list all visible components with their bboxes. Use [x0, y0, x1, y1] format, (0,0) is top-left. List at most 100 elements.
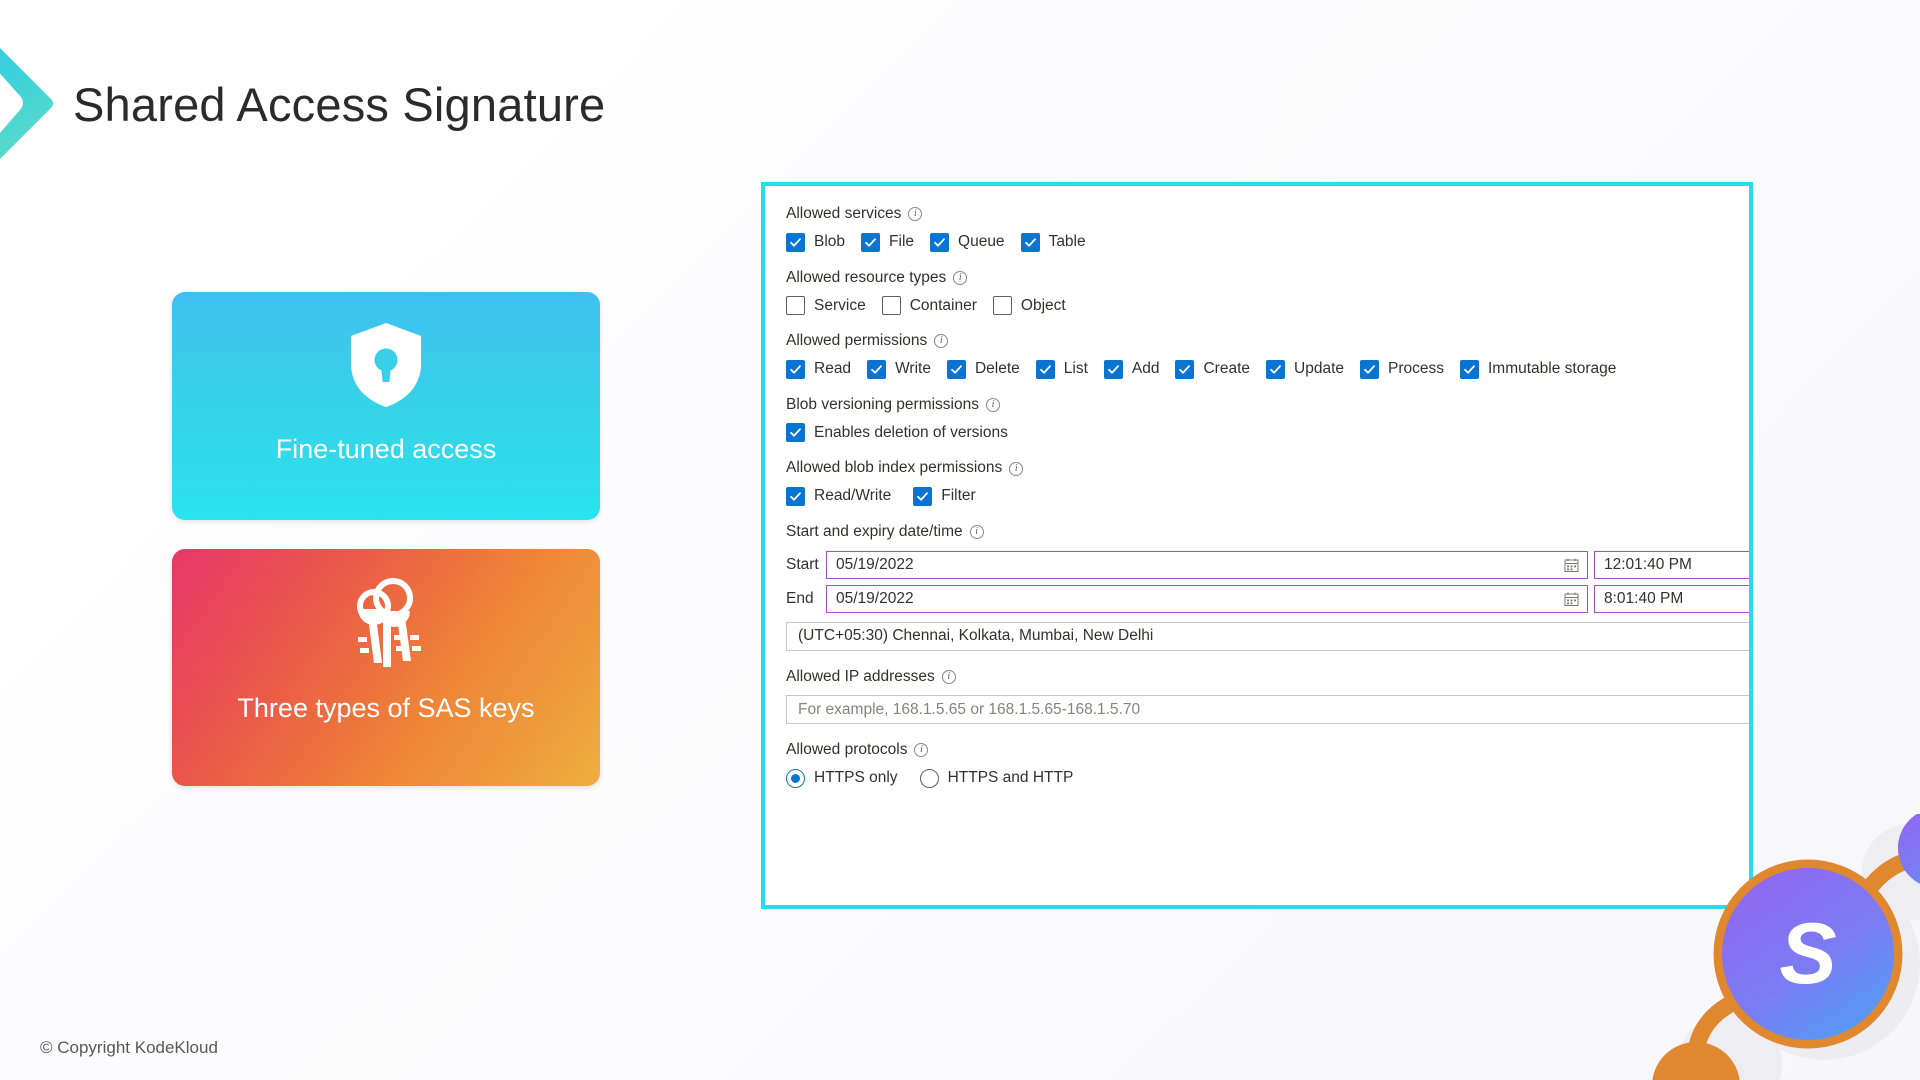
feature-card-three-types-of-sas-keys: Three types of SAS keys	[172, 549, 600, 786]
checkbox-filter[interactable]: Filter	[913, 486, 976, 506]
group-label-text: Allowed IP addresses	[786, 667, 935, 685]
info-icon[interactable]: i	[953, 270, 968, 285]
checkbox-queue[interactable]: Queue	[930, 232, 1005, 252]
checkbox-box[interactable]	[786, 232, 805, 252]
checkbox-label: Process	[1388, 360, 1444, 378]
feature-card-label: Fine-tuned access	[275, 434, 497, 464]
checkbox-label: Service	[814, 296, 866, 314]
radio-https-and-http[interactable]: HTTPS and HTTP	[919, 768, 1074, 788]
checkbox-label: Delete	[974, 360, 1020, 378]
start-date-input[interactable]: 05/19/2022	[826, 550, 1588, 579]
radio-https-only[interactable]: HTTPS only	[786, 768, 898, 788]
checkbox-immutable-storage[interactable]: Immutable storage	[1460, 359, 1617, 379]
allowed-resource-types-options: Service Container Object	[786, 296, 1749, 316]
checkbox-box[interactable]	[1020, 232, 1040, 252]
checkbox-box[interactable]	[786, 296, 805, 316]
group-label-text: Allowed permissions	[786, 332, 928, 350]
checkbox-label: Queue	[958, 233, 1005, 251]
group-label-text: Start and expiry date/time	[786, 522, 963, 540]
end-label: End	[786, 589, 814, 607]
checkbox-box[interactable]	[867, 359, 887, 379]
allowed-ip-addresses-input[interactable]: For example, 168.1.5.65 or 168.1.5.65-16…	[786, 695, 1749, 725]
group-label-text: Blob versioning permissions	[786, 395, 979, 413]
radio-dot[interactable]	[919, 768, 939, 788]
checkbox-container[interactable]: Container	[881, 296, 977, 316]
allowed-services-group: Allowed services i Blob File Queue	[786, 205, 1749, 252]
checkbox-box[interactable]	[913, 486, 933, 506]
info-icon[interactable]: i	[934, 334, 949, 349]
info-icon[interactable]: i	[1009, 461, 1024, 476]
checkbox-write[interactable]: Write	[867, 359, 931, 379]
radio-dot[interactable]	[786, 768, 805, 788]
feature-card-fine-tuned-access: Fine-tuned access	[172, 292, 600, 520]
allowed-ip-addresses-label: Allowed IP addresses i	[786, 667, 1749, 687]
checkbox-box[interactable]	[861, 232, 881, 252]
checkbox-create[interactable]: Create	[1175, 359, 1251, 379]
checkbox-box[interactable]	[930, 232, 950, 252]
sas-configuration-panel: Allowed services i Blob File Queue	[761, 182, 1753, 909]
allowed-permissions-options: Read Write Delete List	[786, 359, 1749, 379]
checkbox-box[interactable]	[786, 423, 805, 443]
checkbox-box[interactable]	[786, 359, 805, 379]
info-icon[interactable]: i	[985, 398, 1000, 413]
checkbox-enables-deletion-of-versions[interactable]: Enables deletion of versions	[786, 423, 1008, 443]
start-and-expiry-group: Start and expiry date/time i Start 05/19…	[786, 522, 1749, 651]
calendar-icon[interactable]	[1564, 591, 1579, 606]
checkbox-label: Enables deletion of versions	[814, 423, 1008, 441]
checkbox-box[interactable]	[1460, 359, 1479, 379]
checkbox-service[interactable]: Service	[786, 296, 866, 316]
allowed-services-options: Blob File Queue Table	[786, 232, 1749, 252]
checkbox-box[interactable]	[786, 486, 805, 506]
checkbox-box[interactable]	[1360, 359, 1379, 379]
allowed-blob-index-permissions-group: Allowed blob index permissions i Read/Wr…	[786, 459, 1749, 506]
checkbox-box[interactable]	[946, 359, 966, 379]
checkbox-read[interactable]: Read	[786, 359, 852, 379]
checkbox-file[interactable]: File	[861, 232, 915, 252]
checkbox-box[interactable]	[1266, 359, 1286, 379]
end-date-input[interactable]: 05/19/2022	[826, 584, 1588, 613]
checkbox-box[interactable]	[1035, 359, 1055, 379]
checkbox-process[interactable]: Process	[1360, 359, 1444, 379]
info-icon[interactable]: i	[969, 525, 984, 540]
allowed-resource-types-label: Allowed resource types i	[786, 269, 1749, 288]
checkbox-delete[interactable]: Delete	[946, 359, 1020, 379]
checkbox-box[interactable]	[992, 296, 1012, 316]
checkbox-blob[interactable]: Blob	[786, 232, 845, 252]
checkbox-label: Immutable storage	[1488, 360, 1617, 378]
checkbox-label: File	[889, 233, 915, 251]
end-time-input[interactable]: 8:01:40 PM	[1594, 584, 1749, 613]
shield-keyhole-icon	[351, 323, 421, 407]
checkbox-label: List	[1063, 360, 1088, 378]
checkbox-label: Create	[1203, 360, 1251, 378]
radio-label: HTTPS and HTTP	[947, 769, 1074, 787]
checkbox-list[interactable]: List	[1035, 359, 1088, 379]
checkbox-box[interactable]	[1175, 359, 1195, 379]
checkbox-label: Read	[814, 360, 852, 378]
group-label-text: Allowed protocols	[786, 741, 908, 759]
start-time-value: 12:01:40 PM	[1604, 555, 1692, 573]
info-icon[interactable]: i	[941, 669, 956, 684]
checkbox-add[interactable]: Add	[1103, 359, 1159, 379]
checkbox-box[interactable]	[1103, 359, 1123, 379]
calendar-icon[interactable]	[1564, 557, 1579, 572]
info-icon[interactable]: i	[914, 743, 929, 758]
checkbox-object[interactable]: Object	[992, 296, 1066, 316]
allowed-ip-addresses-group: Allowed IP addresses i For example, 168.…	[786, 667, 1749, 725]
allowed-permissions-group: Allowed permissions i Read Write Delete	[786, 332, 1749, 379]
start-time-input[interactable]: 12:01:40 PM	[1594, 550, 1749, 579]
checkbox-box[interactable]	[881, 296, 901, 316]
allowed-protocols-options: HTTPS only HTTPS and HTTP	[786, 768, 1749, 788]
checkbox-label: Table	[1048, 233, 1086, 251]
timezone-select[interactable]: (UTC+05:30) Chennai, Kolkata, Mumbai, Ne…	[786, 621, 1749, 651]
info-icon[interactable]: i	[908, 207, 923, 222]
page-title: Shared Access Signature	[73, 78, 606, 131]
blob-versioning-permissions-label: Blob versioning permissions i	[786, 395, 1749, 415]
checkbox-update[interactable]: Update	[1266, 359, 1344, 379]
allowed-protocols-label: Allowed protocols i	[786, 741, 1749, 760]
group-label-text: Allowed blob index permissions	[786, 459, 1003, 477]
allowed-resource-types-group: Allowed resource types i Service Contain…	[786, 269, 1749, 316]
checkbox-table[interactable]: Table	[1020, 232, 1086, 252]
checkbox-read-write[interactable]: Read/Write	[786, 486, 891, 506]
radio-label: HTTPS only	[814, 769, 898, 787]
